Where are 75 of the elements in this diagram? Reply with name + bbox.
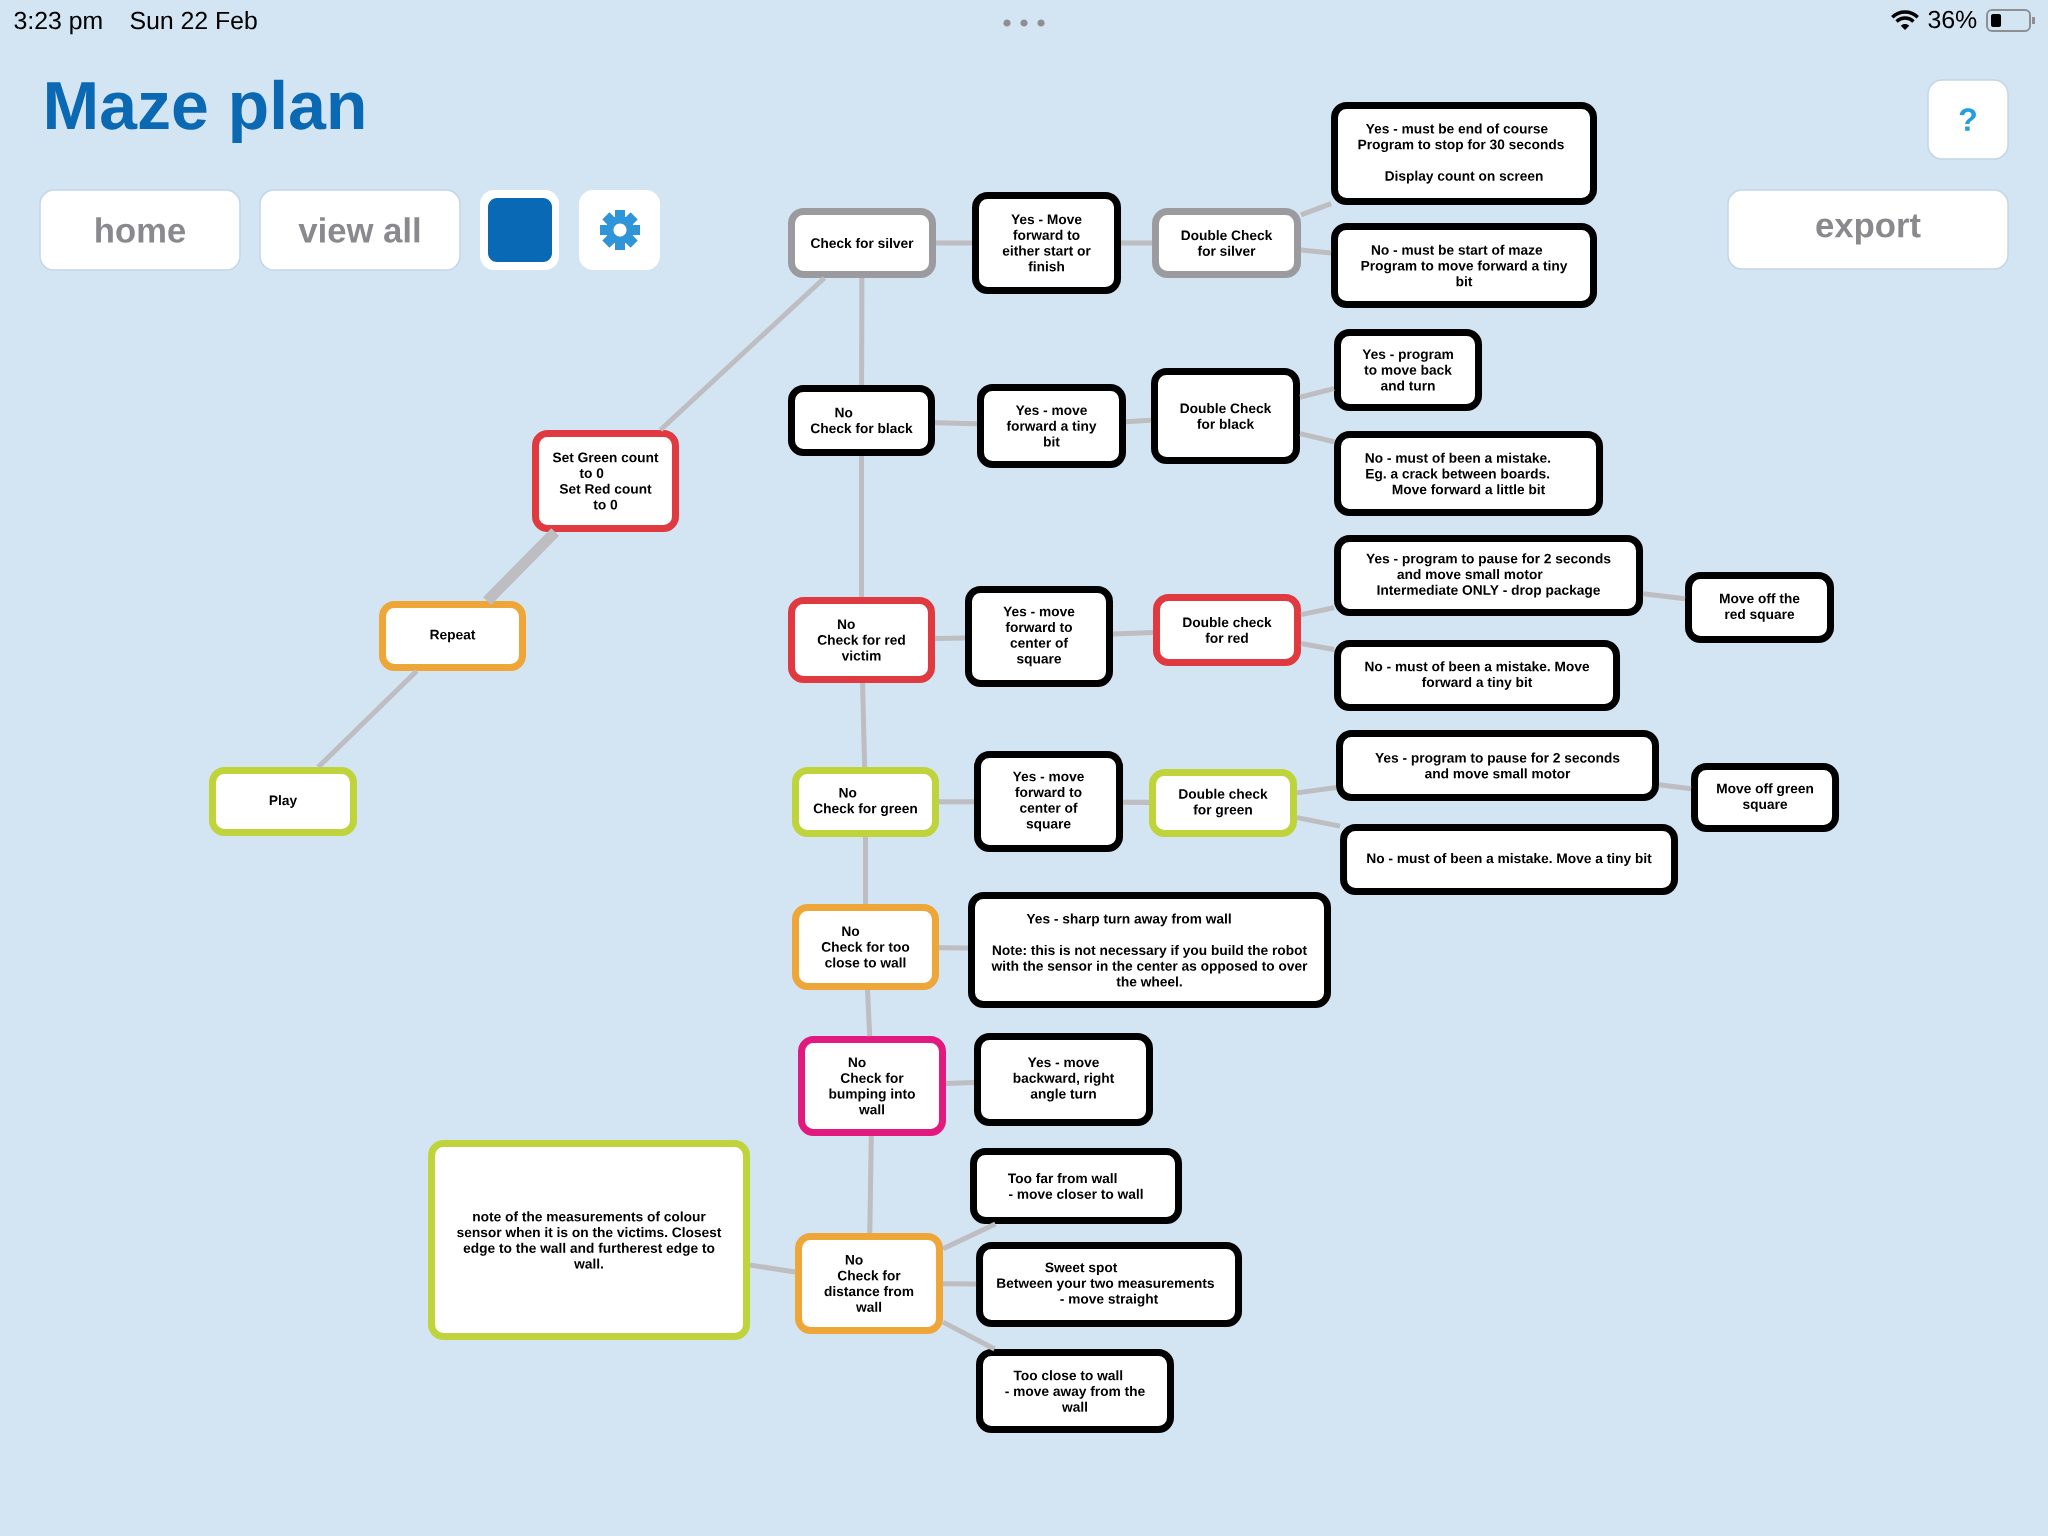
connector-line (867, 1135, 874, 1234)
rounded-box: Yes - program to pause for 2 seconds and move small motor Intermediate ONLY - drop package (1334, 535, 1644, 616)
connector-line (941, 1221, 997, 1251)
connector-line (1123, 799, 1150, 805)
connector-line (936, 240, 973, 246)
rounded-box: Set Green count to 0 Set Red count to 0 (532, 430, 679, 532)
connector-line (1296, 815, 1341, 829)
connector-line (945, 1080, 975, 1086)
connector-line (1642, 591, 1686, 602)
connector-line (859, 278, 865, 385)
connector-line (1300, 605, 1335, 618)
rounded-box: No Check for too close to wall (792, 904, 939, 990)
rounded-box: No Check for green (792, 767, 939, 837)
connector-line (316, 669, 419, 769)
rounded-box: Sweet spot Between your two measurements - move straight (976, 1242, 1242, 1327)
rounded-box: Yes - Move forward to either start or finish (972, 192, 1121, 294)
title: Maze plan (47, 79, 364, 144)
rounded-box: Yes - move forward a tiny bit (977, 384, 1126, 468)
status-text: 3:23 pm (14, 11, 102, 35)
connector-line (1300, 201, 1332, 218)
rounded-box: Yes - move forward to center of square (965, 586, 1113, 687)
connector-line (863, 837, 868, 904)
connector-line (1300, 247, 1332, 256)
rounded-box: No - must of been a mistake. Move forward a tiny bit (1334, 640, 1621, 711)
text-button: view all (259, 189, 461, 271)
connector-line (939, 799, 975, 805)
rounded-box: No - must of been a mistake. Eg. a crack between boards. Move forward a little bit (1334, 431, 1604, 516)
connector-line (934, 420, 978, 427)
connector-line (1125, 417, 1152, 425)
connector-line (658, 276, 827, 432)
connector-line (749, 1262, 796, 1275)
connector-line (938, 945, 969, 951)
connector-line (859, 456, 864, 597)
rounded-box: Move off the red square (1685, 572, 1834, 643)
rounded-box: Too close to wall - move away from the wall (976, 1349, 1174, 1433)
connector-line (865, 989, 873, 1037)
connector-line (1121, 240, 1153, 246)
connector-line (1658, 782, 1692, 792)
connector-line (1300, 641, 1335, 652)
connector-line (1299, 386, 1335, 400)
rounded-box: Play (209, 767, 357, 836)
status-text: 36% (1928, 10, 1977, 29)
connector-line (1112, 630, 1154, 637)
connector-line (483, 528, 560, 605)
rounded-box: No Check for bumping into wall (798, 1036, 946, 1136)
rounded-box: Yes - move backward, right angle turn (974, 1033, 1153, 1126)
rounded-box: Yes - sharp turn away from wall Note: this is not necessary if you build the robot with the sensor in the center as opposed to over the wheel. (968, 892, 1331, 1008)
rounded-box: Yes - program to move back and turn (1334, 329, 1482, 411)
rounded-box: No Check for distance from wall (795, 1233, 944, 1334)
connector-line (941, 1319, 996, 1352)
rounded-box: No Check for black (788, 385, 935, 456)
rounded-box: Repeat (379, 601, 526, 671)
rounded-box: No - must be start of maze Program to move forward a tiny bit (1331, 223, 1597, 308)
rounded-box: Double Check for black (1151, 368, 1300, 464)
rounded-box: Double Check for silver (1152, 208, 1301, 278)
rounded-box: Yes - move forward to center of square (974, 751, 1124, 852)
rounded-box: Too far from wall - move closer to wall (970, 1148, 1182, 1224)
rounded-box: No Check for red victim (788, 597, 935, 683)
rounded-box: Yes - program to pause for 2 seconds and move small motor (1336, 730, 1659, 801)
connector-line (1299, 431, 1335, 445)
rounded-box: Yes - must be end of course Program to stop for 30 seconds Display count on screen (1331, 102, 1597, 205)
text-button: home (39, 189, 241, 271)
connector-line (934, 635, 966, 642)
rounded-box: Move off green square (1691, 763, 1840, 832)
rounded-box: Check for silver (788, 208, 936, 278)
note-box: note of the measurements of colour sensor when it is on the victims. Closest edge to the wall and furtherest edge to wall. (428, 1140, 750, 1340)
rounded-box: No - must of been a mistake. Move a tiny bit (1340, 824, 1679, 895)
rounded-box: Double check for green (1149, 769, 1297, 837)
connector-line (1296, 785, 1337, 796)
text-button: export (1727, 189, 2009, 270)
connector-line (943, 1281, 977, 1287)
help-button: ? (1927, 79, 2009, 160)
connector-line (860, 682, 868, 768)
rounded-box: Double check for red (1153, 594, 1301, 666)
status-text: Sun 22 Feb (130, 11, 257, 30)
